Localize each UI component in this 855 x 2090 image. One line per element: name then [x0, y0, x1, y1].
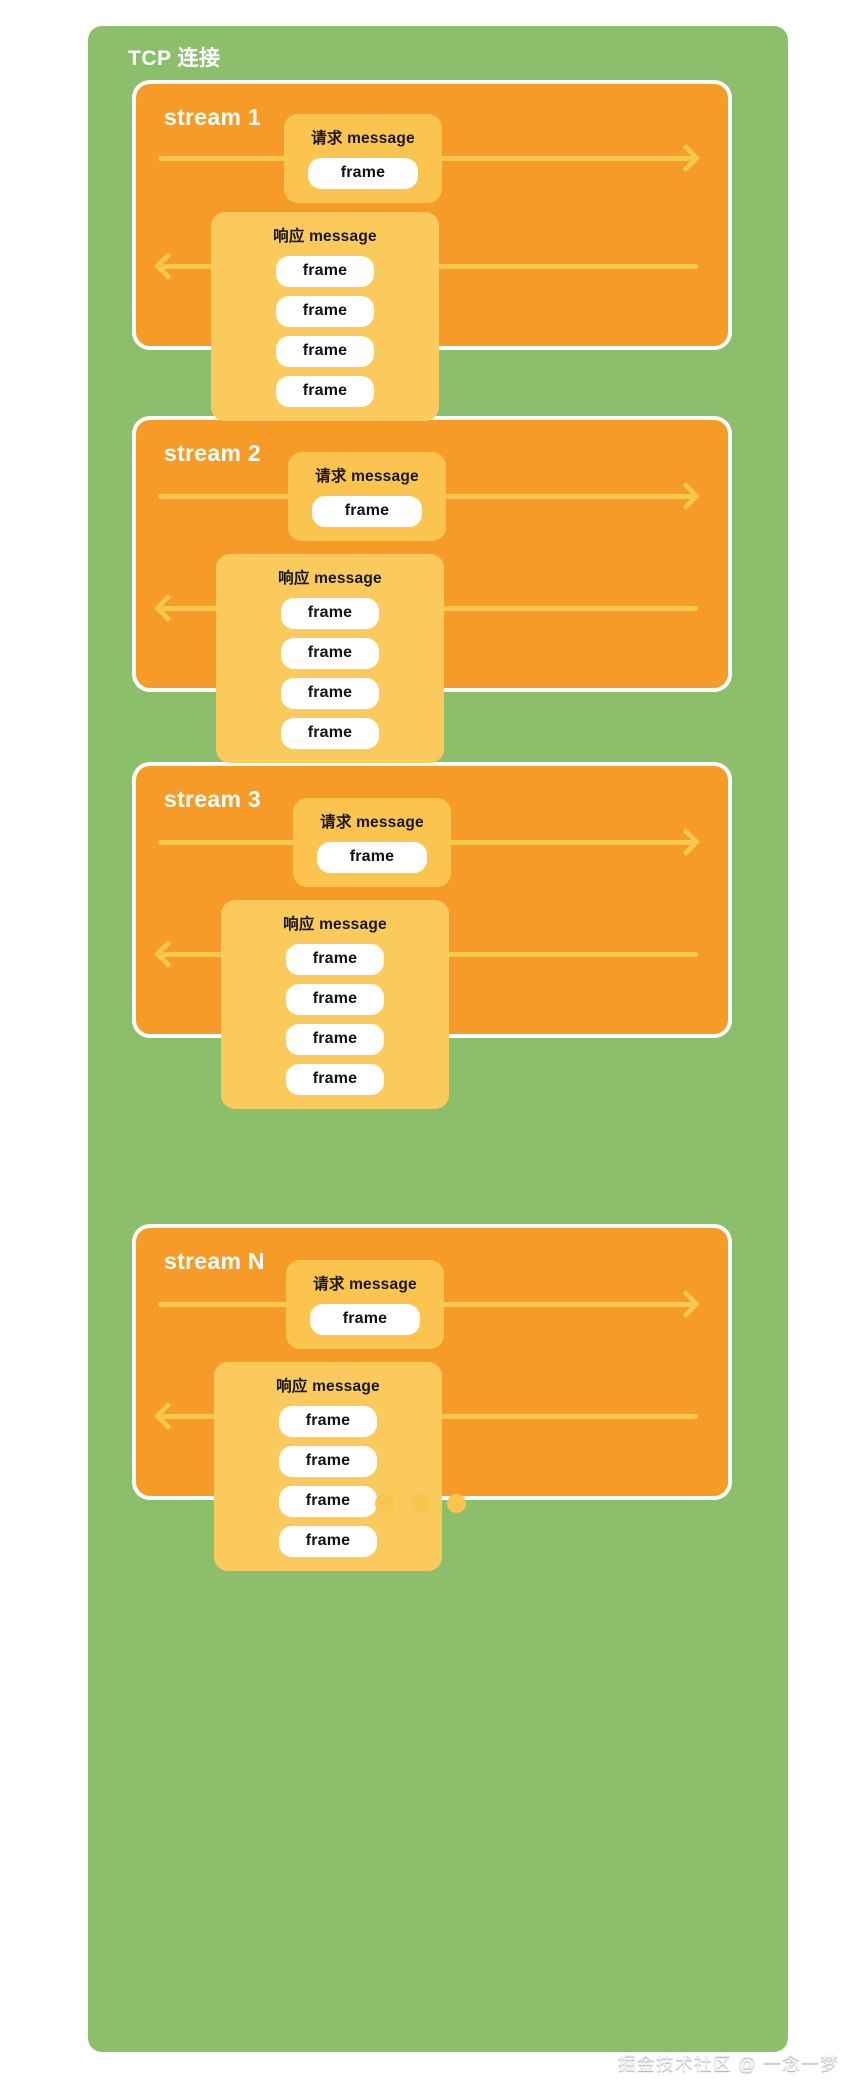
- response-message[interactable]: 响应 message frame frame frame frame: [214, 1362, 442, 1571]
- request-arrow-head: [671, 1289, 701, 1319]
- request-frame-list: frame: [286, 1304, 444, 1349]
- response-arrow-head: [153, 593, 183, 623]
- frame-box[interactable]: frame: [312, 496, 422, 527]
- frame-box[interactable]: frame: [281, 678, 379, 709]
- request-frame-list: frame: [288, 496, 446, 541]
- frame-box[interactable]: frame: [281, 638, 379, 669]
- frame-box[interactable]: frame: [276, 296, 374, 327]
- frame-box[interactable]: frame: [279, 1406, 377, 1437]
- request-message-title: 请求 message: [313, 1276, 417, 1293]
- response-message-title: 响应 message: [278, 570, 382, 587]
- frame-box[interactable]: frame: [276, 256, 374, 287]
- watermark: 掘金技术社区 @ 一念一梦: [617, 2054, 839, 2074]
- response-message[interactable]: 响应 message frame frame frame frame: [216, 554, 444, 763]
- more-streams-ellipsis: [375, 1494, 466, 1513]
- stream-title: stream 1: [164, 104, 262, 130]
- ellipsis-dot: [375, 1494, 394, 1513]
- tcp-connection-label: TCP 连接: [128, 47, 221, 70]
- frame-box[interactable]: frame: [310, 1304, 420, 1335]
- response-message-title: 响应 message: [283, 916, 387, 933]
- ellipsis-dot: [411, 1494, 430, 1513]
- response-frame-list: frame frame frame frame: [211, 256, 439, 421]
- request-arrow-head: [671, 481, 701, 511]
- frame-box[interactable]: frame: [286, 1024, 384, 1055]
- frame-box[interactable]: frame: [281, 598, 379, 629]
- request-frame-list: frame: [293, 842, 451, 887]
- request-message-title: 请求 message: [320, 814, 424, 831]
- request-message[interactable]: 请求 message frame: [286, 1260, 444, 1349]
- response-frame-list: frame frame frame frame: [216, 598, 444, 763]
- frame-box[interactable]: frame: [286, 944, 384, 975]
- response-arrow-head: [153, 251, 183, 281]
- request-frame-list: frame: [284, 158, 442, 203]
- stream-title: stream N: [164, 1248, 265, 1274]
- stream-title: stream 3: [164, 786, 262, 812]
- ellipsis-dot: [447, 1494, 466, 1513]
- request-message-title: 请求 message: [311, 130, 415, 147]
- request-message[interactable]: 请求 message frame: [293, 798, 451, 887]
- frame-box[interactable]: frame: [286, 984, 384, 1015]
- response-message-title: 响应 message: [273, 228, 377, 245]
- request-message[interactable]: 请求 message frame: [288, 452, 446, 541]
- response-frame-list: frame frame frame frame: [221, 944, 449, 1109]
- response-message[interactable]: 响应 message frame frame frame frame: [211, 212, 439, 421]
- response-frame-list: frame frame frame frame: [214, 1406, 442, 1571]
- frame-box[interactable]: frame: [286, 1064, 384, 1095]
- frame-box[interactable]: frame: [276, 336, 374, 367]
- frame-box[interactable]: frame: [308, 158, 418, 189]
- request-message-title: 请求 message: [315, 468, 419, 485]
- frame-box[interactable]: frame: [279, 1486, 377, 1517]
- response-message-title: 响应 message: [276, 1378, 380, 1395]
- stream-title: stream 2: [164, 440, 262, 466]
- request-arrow-head: [671, 143, 701, 173]
- request-message[interactable]: 请求 message frame: [284, 114, 442, 203]
- frame-box[interactable]: frame: [279, 1526, 377, 1557]
- request-arrow-head: [671, 827, 701, 857]
- response-arrow-head: [153, 1401, 183, 1431]
- frame-box[interactable]: frame: [276, 376, 374, 407]
- frame-box[interactable]: frame: [281, 718, 379, 749]
- frame-box[interactable]: frame: [279, 1446, 377, 1477]
- response-message[interactable]: 响应 message frame frame frame frame: [221, 900, 449, 1109]
- frame-box[interactable]: frame: [317, 842, 427, 873]
- response-arrow-head: [153, 939, 183, 969]
